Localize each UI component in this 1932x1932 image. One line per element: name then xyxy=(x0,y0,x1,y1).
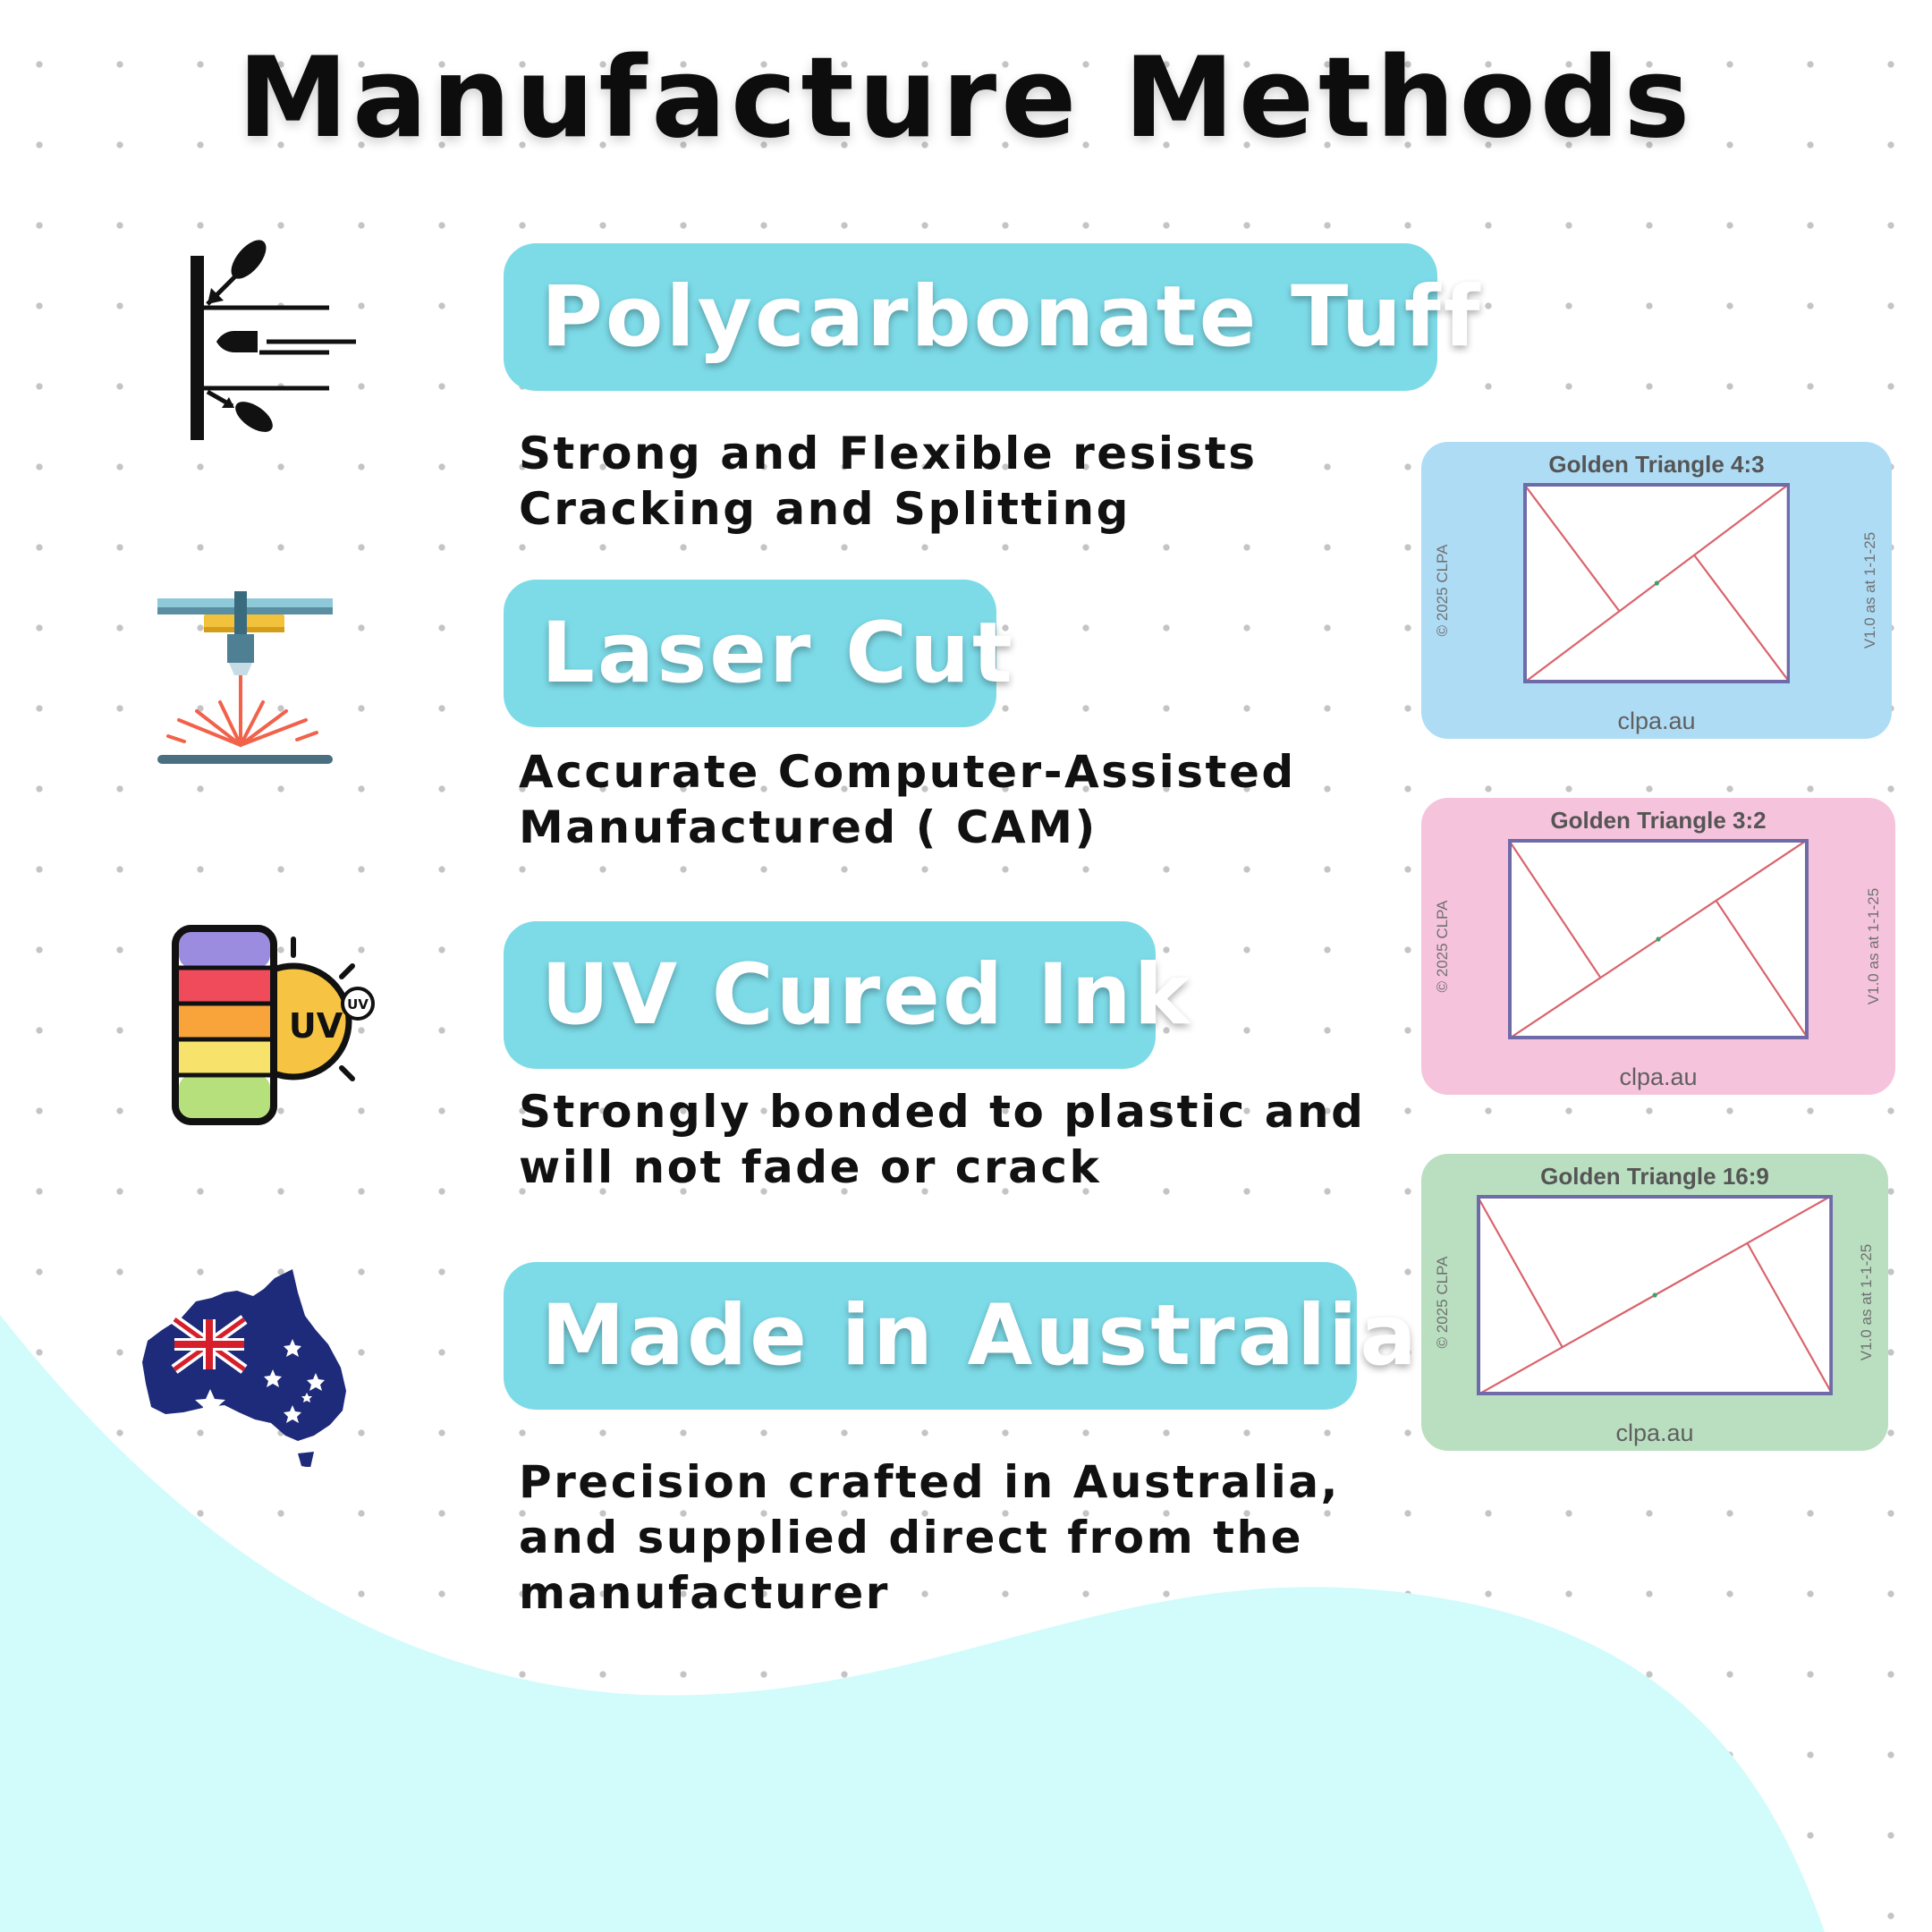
description-australia-text: Precision crafted in Australia, and supp… xyxy=(519,1456,1341,1619)
golden-triangle-card-3-2: Golden Triangle 3:2 clpa.au © 2025 CLPA … xyxy=(1421,798,1895,1095)
card-title: Golden Triangle 16:9 xyxy=(1540,1163,1769,1190)
laser-cutter-icon xyxy=(157,591,333,764)
center-dot xyxy=(1652,1292,1657,1298)
page-title: Manufacture Methods xyxy=(237,34,1695,163)
australia-flag-map-icon xyxy=(142,1269,346,1467)
heading-pill-australia: Made in Australia xyxy=(504,1262,1417,1410)
center-dot xyxy=(1654,580,1659,586)
heading-laser: Laser Cut xyxy=(541,605,1015,702)
perpendicular-line xyxy=(1508,839,1602,979)
center-dot xyxy=(1656,936,1661,942)
description-laser-text: Accurate Computer-Assisted Manufactured … xyxy=(519,746,1296,853)
uv-badge-label: UV xyxy=(347,996,369,1013)
perpendicular-line xyxy=(1692,554,1791,683)
description-uv-text: Strongly bonded to plastic and will not … xyxy=(519,1086,1366,1193)
card-copyright-text: © 2025 CLPA xyxy=(1434,900,1451,993)
heading-australia: Made in Australia xyxy=(541,1287,1419,1385)
card-site: clpa.au xyxy=(1619,1063,1698,1090)
card-copyright-text: © 2025 CLPA xyxy=(1434,1256,1451,1349)
bullet-deflect-icon xyxy=(191,240,356,440)
description-australia: Precision crafted in Australia, and supp… xyxy=(519,1454,1395,1621)
card-version-text: V1.0 as at 1-1-25 xyxy=(1861,531,1878,649)
heading-polycarbonate: Polycarbonate Tuff xyxy=(541,268,1483,366)
perpendicular-line xyxy=(1476,1195,1563,1348)
golden-triangle-diagram xyxy=(1476,1195,1834,1395)
perpendicular-line xyxy=(1522,483,1621,613)
card-title: Golden Triangle 4:3 xyxy=(1548,451,1765,478)
golden-triangle-card-4-3: Golden Triangle 4:3 clpa.au © 2025 CLPA … xyxy=(1421,442,1892,739)
card-copyright-text: © 2025 CLPA xyxy=(1434,544,1451,637)
golden-triangle-card-16-9: Golden Triangle 16:9 clpa.au © 2025 CLPA… xyxy=(1421,1154,1888,1451)
uv-ink-icon: UV UV xyxy=(172,925,375,1125)
description-polycarbonate-text: Strong and Flexible resists Cracking and… xyxy=(519,428,1258,535)
description-polycarbonate: Strong and Flexible resists Cracking and… xyxy=(519,426,1395,537)
description-laser: Accurate Computer-Assisted Manufactured … xyxy=(519,744,1395,855)
perpendicular-line xyxy=(1715,900,1809,1039)
heading-pill-uv: UV Cured Ink xyxy=(504,921,1190,1069)
card-version-text: V1.0 as at 1-1-25 xyxy=(1858,1243,1875,1361)
description-uv: Strongly bonded to plastic and will not … xyxy=(519,1084,1395,1195)
uv-icon-label: UV xyxy=(289,1006,343,1046)
perpendicular-line xyxy=(1746,1242,1834,1395)
diagram-frame xyxy=(1522,483,1791,683)
card-title: Golden Triangle 3:2 xyxy=(1550,807,1767,834)
golden-triangle-diagram xyxy=(1522,483,1791,683)
diagram-frame xyxy=(1476,1195,1834,1395)
diagram-frame xyxy=(1508,839,1809,1039)
card-site: clpa.au xyxy=(1617,708,1696,734)
card-site: clpa.au xyxy=(1615,1419,1694,1446)
card-version-text: V1.0 as at 1-1-25 xyxy=(1865,887,1882,1005)
golden-triangle-diagram xyxy=(1508,839,1809,1039)
heading-pill-laser: Laser Cut xyxy=(504,580,1013,727)
heading-uv: UV Cured Ink xyxy=(541,946,1193,1044)
heading-pill-polycarbonate: Polycarbonate Tuff xyxy=(504,243,1480,391)
